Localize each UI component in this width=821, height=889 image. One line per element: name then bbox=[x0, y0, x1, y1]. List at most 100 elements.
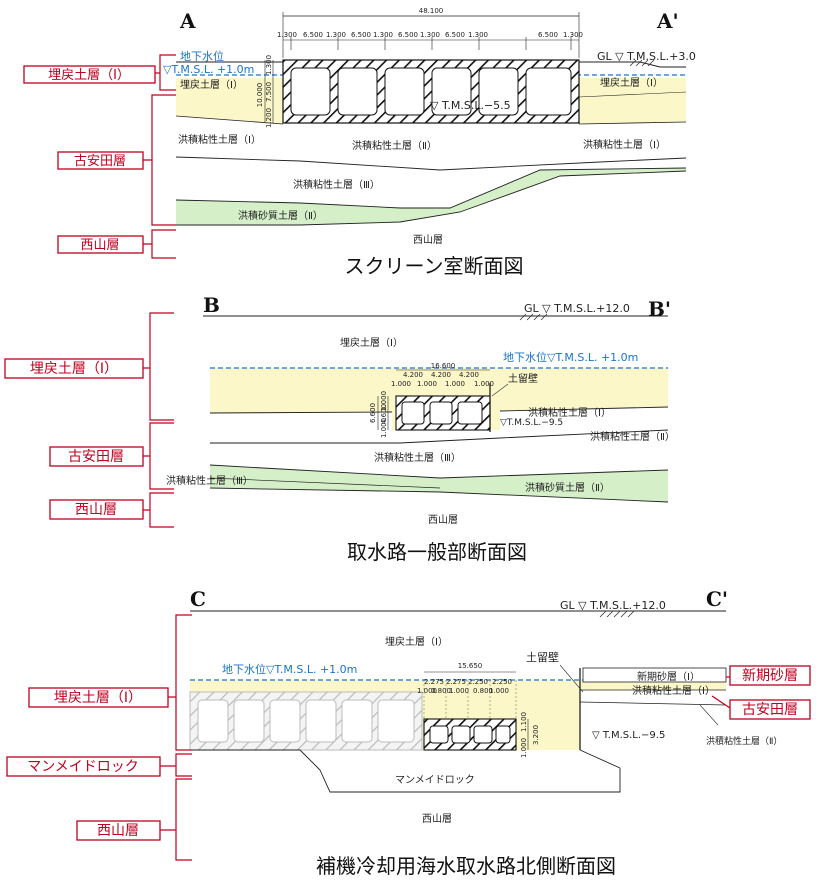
svg-text:1.000: 1.000 bbox=[489, 687, 509, 695]
seawater-intake-cells bbox=[429, 725, 511, 744]
fill-label-b: 埋戻土層（Ⅰ） bbox=[340, 336, 403, 349]
svg-text:1.000: 1.000 bbox=[380, 391, 388, 411]
svg-text:1.300: 1.300 bbox=[373, 31, 393, 39]
svg-text:1.300: 1.300 bbox=[326, 31, 346, 39]
clay3-label-b-mid: 洪積粘性土層（Ⅲ） bbox=[374, 451, 461, 464]
layer-box-a-kouyasuda bbox=[57, 151, 144, 170]
bedrock-label-b: 西山層 bbox=[428, 514, 458, 526]
sand2-label-b: 洪積砂質土層（Ⅱ） bbox=[525, 481, 610, 494]
groundwater-label-c: 地下水位▽T.M.S.L. +1.0m bbox=[222, 662, 357, 676]
svg-text:2.275: 2.275 bbox=[424, 678, 444, 686]
svg-text:4.200: 4.200 bbox=[459, 371, 479, 379]
svg-text:1.000: 1.000 bbox=[380, 418, 388, 438]
layer-box-c-fill bbox=[28, 687, 169, 708]
sand2-label-a: 洪積砂質土層（Ⅱ） bbox=[238, 209, 323, 222]
section-c: C C' GL ▽ T.M.S.L.+12.0 埋戻土層（Ⅰ） 地下水位▽T.M… bbox=[6, 587, 811, 878]
section-a: A A' 48.100 1.300 6.500 bbox=[23, 7, 696, 278]
intake-channel-cells bbox=[401, 401, 483, 425]
intake-channel-bottom-level: ▽T.M.S.L.−9.5 bbox=[500, 418, 563, 428]
svg-text:7.500: 7.500 bbox=[265, 82, 273, 102]
seawater-intake-total-width: 15.650 bbox=[458, 662, 483, 670]
layer-box-b-kouyasuda bbox=[49, 446, 144, 467]
clay3-label-b-left: 洪積粘性土層（Ⅲ） bbox=[166, 474, 253, 487]
fill-label-c: 埋戻土層（Ⅰ） bbox=[385, 635, 448, 648]
section-c-left-mark: C bbox=[190, 587, 206, 611]
groundwater-level-a: ▽T.M.S.L. +1.0m bbox=[163, 63, 254, 76]
bedrock-label-a: 西山層 bbox=[413, 234, 443, 246]
layer-label-a-fill: 埋戻土層（Ⅰ） bbox=[48, 68, 130, 83]
ground-level-b: GL ▽ T.M.S.L.+12.0 bbox=[524, 302, 630, 315]
section-b-title: 取水路一般部断面図 bbox=[347, 540, 527, 564]
screen-room-span-labels: 1.300 6.500 1.300 6.500 1.300 6.500 1.30… bbox=[277, 31, 583, 39]
screen-room-height: 10.000 bbox=[256, 83, 264, 108]
svg-text:2.250: 2.250 bbox=[468, 678, 488, 686]
svg-text:6.500: 6.500 bbox=[398, 31, 418, 39]
retaining-wall-label-c: 土留壁 bbox=[526, 650, 559, 664]
svg-text:1.100: 1.100 bbox=[520, 712, 528, 732]
svg-text:6.500: 6.500 bbox=[445, 31, 465, 39]
svg-text:2.250: 2.250 bbox=[492, 678, 512, 686]
svg-text:0.800: 0.800 bbox=[431, 687, 451, 695]
groundwater-label-a: 地下水位 bbox=[180, 49, 224, 63]
section-a-left-mark: A bbox=[179, 9, 196, 33]
ground-level-a: GL ▽ T.M.S.L.+3.0 bbox=[597, 50, 696, 63]
svg-text:6.500: 6.500 bbox=[351, 31, 371, 39]
layer-label-c-fill: 埋戻土層（Ⅰ） bbox=[54, 690, 142, 706]
section-c-right-mark: C' bbox=[706, 587, 728, 611]
svg-text:1.300: 1.300 bbox=[277, 31, 297, 39]
svg-text:0.800: 0.800 bbox=[473, 687, 493, 695]
clay3-label-a: 洪積粘性土層（Ⅲ） bbox=[293, 178, 380, 191]
existing-structure-cells bbox=[197, 699, 415, 743]
seawater-intake-bottom-level: ▽ T.M.S.L.−9.5 bbox=[592, 730, 665, 741]
clay2-label-b: 洪積粘性土層（Ⅱ） bbox=[590, 430, 675, 443]
clay1-label-a-right: 洪積粘性土層（Ⅰ） bbox=[583, 138, 666, 151]
svg-text:4.600: 4.600 bbox=[380, 404, 388, 424]
svg-text:1.300: 1.300 bbox=[468, 31, 488, 39]
clay2-label-a: 洪積粘性土層（Ⅱ） bbox=[352, 139, 437, 152]
screen-room-total-width: 48.100 bbox=[419, 7, 444, 15]
section-a-right-mark: A' bbox=[656, 9, 679, 33]
svg-text:3.200: 3.200 bbox=[532, 725, 540, 745]
section-c-title: 補機冷却用海水取水路北側断面図 bbox=[316, 854, 616, 878]
layer-label-b-kouyasuda: 古安田層 bbox=[68, 449, 124, 465]
svg-text:1.300: 1.300 bbox=[420, 31, 440, 39]
svg-text:1.000: 1.000 bbox=[417, 380, 437, 388]
svg-text:1.000: 1.000 bbox=[391, 380, 411, 388]
screen-room-bottom-level: ▽ T.M.S.L.−5.5 bbox=[430, 99, 511, 112]
layer-label-a-nishiyama: 西山層 bbox=[80, 238, 119, 253]
intake-channel-total-width: 16.600 bbox=[431, 362, 456, 370]
layer-label-a-kouyasuda: 古安田層 bbox=[74, 154, 126, 169]
fill-label-a-left: 埋戻土層（Ⅰ） bbox=[180, 78, 243, 91]
svg-text:6.600: 6.600 bbox=[369, 403, 377, 423]
svg-text:1.300: 1.300 bbox=[563, 31, 583, 39]
layer-box-b-nishiyama bbox=[49, 499, 144, 520]
section-b-left-mark: B bbox=[203, 293, 220, 317]
layer-box-b-fill bbox=[4, 358, 144, 379]
layer-box-c-nishiyama bbox=[76, 820, 161, 841]
svg-text:1.000: 1.000 bbox=[474, 380, 494, 388]
manmade-rock-label-c: マンメイドロック bbox=[395, 774, 475, 786]
svg-text:1.200: 1.200 bbox=[265, 108, 273, 128]
section-b-right-mark: B' bbox=[648, 297, 671, 321]
sand-layer-a bbox=[176, 168, 686, 225]
svg-text:1.000: 1.000 bbox=[445, 380, 465, 388]
groundwater-label-b: 地下水位▽T.M.S.L. +1.0m bbox=[503, 350, 638, 364]
clay2-label-c: 洪積粘性土層（Ⅱ） bbox=[706, 735, 782, 747]
ground-level-c: GL ▽ T.M.S.L.+12.0 bbox=[560, 599, 666, 612]
ground-hatch-a bbox=[629, 59, 655, 67]
section-b: B B' GL ▽ T.M.S.L.+12.0 地下水位▽T.M.S.L. +1… bbox=[4, 293, 675, 564]
callout-box-kouyasuda bbox=[729, 699, 811, 720]
callout-new-sand: 新期砂層 bbox=[742, 668, 798, 684]
retaining-wall-label-b: 土留壁 bbox=[508, 372, 538, 385]
clay1-label-a-left: 洪積粘性土層（Ⅰ） bbox=[178, 133, 261, 146]
screen-room-cells bbox=[290, 67, 572, 116]
clay1-label-c: 洪積粘性土層（Ⅰ） bbox=[632, 684, 715, 697]
layer-box-a-fill bbox=[23, 65, 156, 84]
svg-text:2.275: 2.275 bbox=[446, 678, 466, 686]
layer-label-c-manmade: マンメイドロック bbox=[27, 759, 139, 775]
svg-text:1.000: 1.000 bbox=[417, 687, 437, 695]
svg-text:4.200: 4.200 bbox=[403, 371, 423, 379]
callout-box-new-sand bbox=[729, 665, 811, 686]
layer-box-c-manmade bbox=[6, 756, 161, 777]
